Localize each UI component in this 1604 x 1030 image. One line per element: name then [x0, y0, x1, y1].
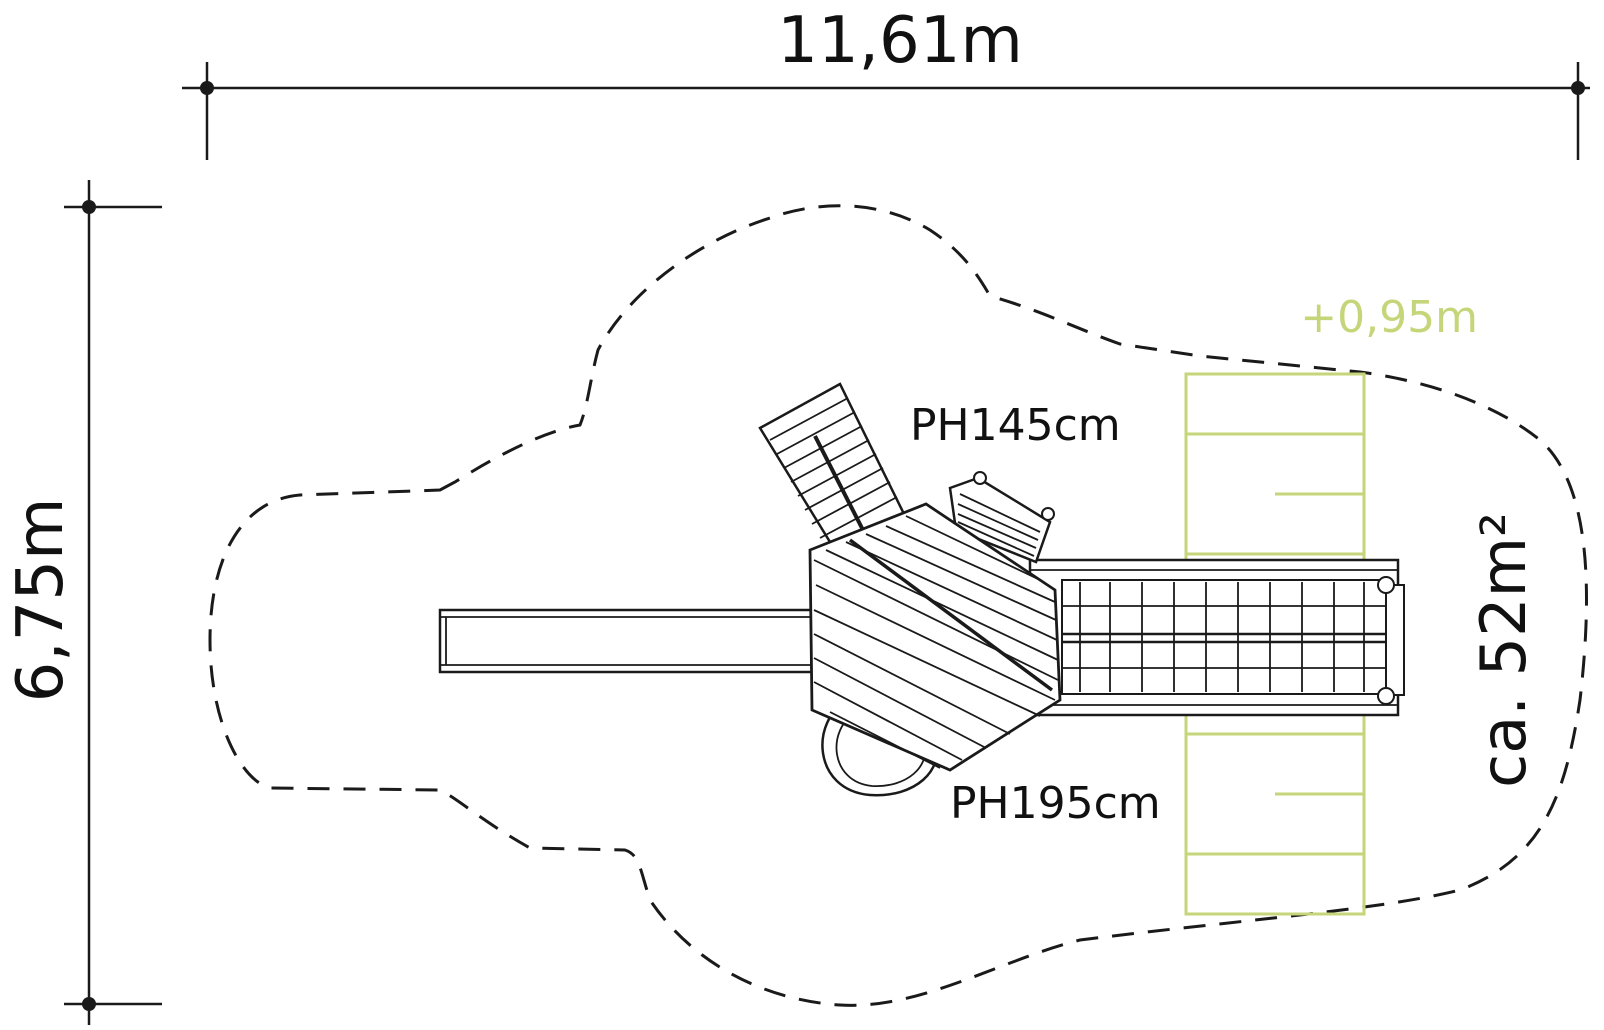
bridge-post-bottom	[1377, 687, 1395, 705]
elevation-strip	[1184, 372, 1366, 916]
height-dimension: 6,75m	[4, 180, 162, 1025]
dimension-tick-bottom	[82, 997, 96, 1011]
bridge-post-top	[1377, 576, 1395, 594]
area-label: ca. 52m²	[1467, 512, 1540, 788]
round-tower	[821, 698, 939, 797]
width-dimension: 11,61m	[182, 4, 1590, 160]
platform-height-label-upper: PH145cm	[910, 400, 1121, 451]
slide	[438, 608, 816, 674]
ladder	[948, 471, 1055, 564]
dimension-tick-top	[82, 200, 96, 214]
elevation-label: +0,95m	[1300, 292, 1478, 343]
dimension-tick-left	[200, 81, 214, 95]
bridge	[1028, 558, 1405, 717]
height-dimension-label: 6,75m	[4, 498, 78, 703]
safety-zone-outline	[208, 204, 1588, 1007]
platform-height-label-lower: PH195cm	[950, 778, 1161, 829]
main-platform	[808, 502, 1062, 772]
width-dimension-label: 11,61m	[777, 4, 1023, 78]
dimension-tick-right	[1571, 81, 1585, 95]
